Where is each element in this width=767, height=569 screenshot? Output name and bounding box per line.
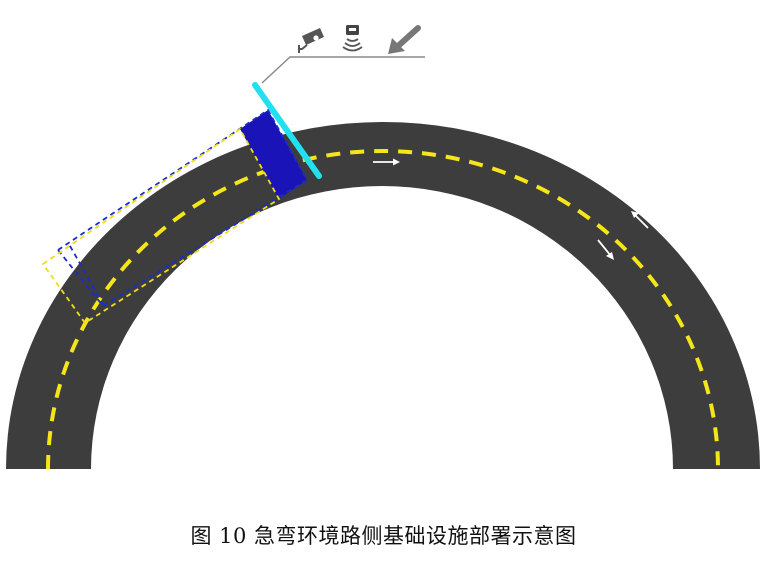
roadside-unit-bar xyxy=(252,82,322,179)
radar-icon xyxy=(342,25,363,52)
arrow-left-top xyxy=(374,111,400,119)
center-line xyxy=(46,149,720,470)
arrow-up-left-right-side xyxy=(631,211,649,229)
arrow-right-top xyxy=(373,158,400,166)
figure-caption: 图 10 急弯环境路侧基础设施部署示意图 xyxy=(190,524,577,548)
vehicle-body xyxy=(240,110,307,199)
camera-icon xyxy=(298,28,324,53)
vehicle-outline-yellow xyxy=(41,127,281,325)
arrow-down-right-right-side xyxy=(597,239,614,260)
direction-arrows xyxy=(373,111,649,260)
arrow-pointer-icon xyxy=(388,25,421,54)
vehicle-outline-divider xyxy=(69,245,105,307)
curved-road xyxy=(6,122,760,469)
leader-line xyxy=(261,56,425,84)
vehicle xyxy=(41,108,309,325)
vehicle-outline-blue xyxy=(56,108,309,308)
